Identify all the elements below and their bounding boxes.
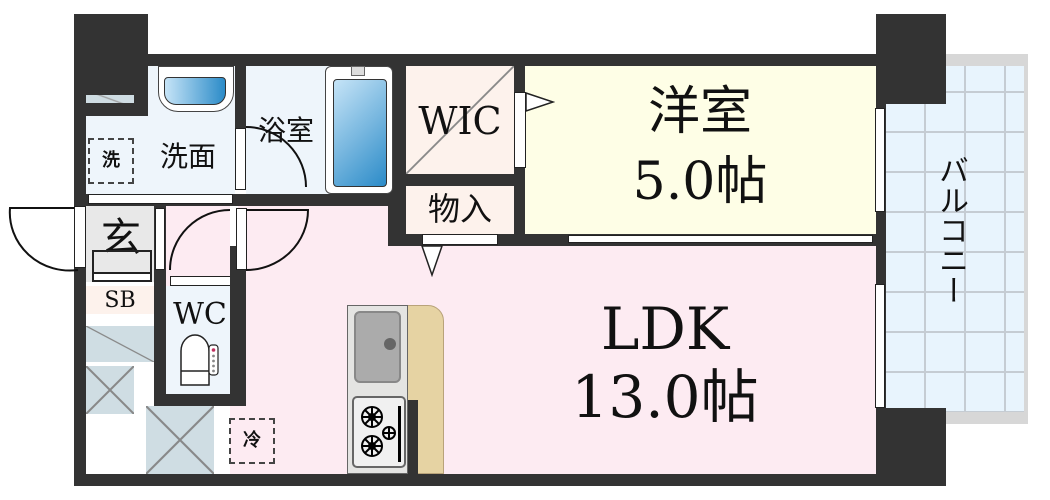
bath-door[interactable] bbox=[235, 128, 246, 190]
washroom-sliding-door[interactable] bbox=[88, 194, 233, 204]
room-western bbox=[525, 66, 876, 234]
entrance-step-bar bbox=[92, 272, 152, 282]
wc-door[interactable] bbox=[170, 276, 232, 286]
wic-entry-arrow-icon bbox=[525, 92, 555, 112]
room-ldk bbox=[230, 246, 876, 474]
stove-burners-icon bbox=[361, 406, 401, 462]
kitchen-wall-stub bbox=[408, 400, 418, 474]
front-door[interactable] bbox=[74, 206, 86, 268]
stove[interactable] bbox=[352, 396, 406, 468]
wc-label: WC bbox=[173, 297, 227, 332]
front-door-swing-icon bbox=[8, 207, 79, 272]
toilet-icon bbox=[180, 334, 219, 386]
wall-washroom-notch bbox=[86, 66, 148, 116]
bathtub-basin bbox=[333, 79, 387, 187]
wall-wc-bottom bbox=[154, 394, 246, 406]
shaft-box-2 bbox=[86, 366, 134, 414]
washer-label: 洗 bbox=[102, 150, 120, 171]
ldk-hall-door[interactable] bbox=[236, 208, 247, 270]
western-room-name: 洋室 bbox=[647, 82, 752, 142]
wc-door-swing-icon bbox=[169, 209, 231, 271]
bath-door-swing-icon bbox=[245, 126, 307, 188]
shaft-box-1 bbox=[86, 326, 154, 362]
entrance-inner-door[interactable] bbox=[155, 208, 165, 270]
wall-wc-right bbox=[230, 246, 246, 406]
wic-label: WIC bbox=[418, 99, 502, 143]
sink-faucet-icon bbox=[384, 338, 396, 350]
wash-basin-bowl bbox=[164, 77, 226, 105]
wall-top-right-cover bbox=[876, 14, 946, 104]
window-vent-icon bbox=[86, 95, 134, 103]
balcony-label: バルコニー bbox=[933, 155, 968, 305]
entrance-step bbox=[92, 250, 152, 282]
room-storage bbox=[406, 186, 514, 234]
room-entrance bbox=[86, 206, 156, 282]
wall-top bbox=[74, 54, 946, 66]
balcony-floor bbox=[886, 66, 1024, 412]
fridge-label: 冷 bbox=[243, 430, 261, 451]
storage-label: 物入 bbox=[427, 190, 492, 228]
fridge-space bbox=[229, 418, 275, 464]
shoebox-label: SB bbox=[104, 288, 136, 313]
western-balcony-window bbox=[875, 108, 885, 212]
ldk-balcony-window bbox=[875, 284, 885, 408]
bath-faucet-icon bbox=[351, 66, 365, 76]
wall-bottom bbox=[74, 474, 946, 486]
washer-space bbox=[88, 138, 134, 184]
wic-door[interactable] bbox=[514, 92, 526, 168]
shaft-box-3 bbox=[146, 406, 214, 474]
wall-bath-left bbox=[235, 66, 246, 128]
ldk-room-name: LDK bbox=[600, 295, 730, 363]
ldk-hall-door-swing-icon bbox=[246, 209, 310, 271]
western-room-size: 5.0帖 bbox=[632, 152, 768, 212]
shoebox bbox=[86, 286, 154, 314]
storage-door[interactable] bbox=[422, 234, 498, 245]
ldk-entry-arrow-icon bbox=[420, 245, 444, 277]
western-window bbox=[568, 235, 873, 243]
room-ldk-upper bbox=[238, 200, 395, 246]
ldk-room-size: 13.0帖 bbox=[571, 363, 759, 431]
wall-bottom-right-cover bbox=[876, 408, 946, 486]
washroom-label: 洗面 bbox=[159, 140, 216, 173]
